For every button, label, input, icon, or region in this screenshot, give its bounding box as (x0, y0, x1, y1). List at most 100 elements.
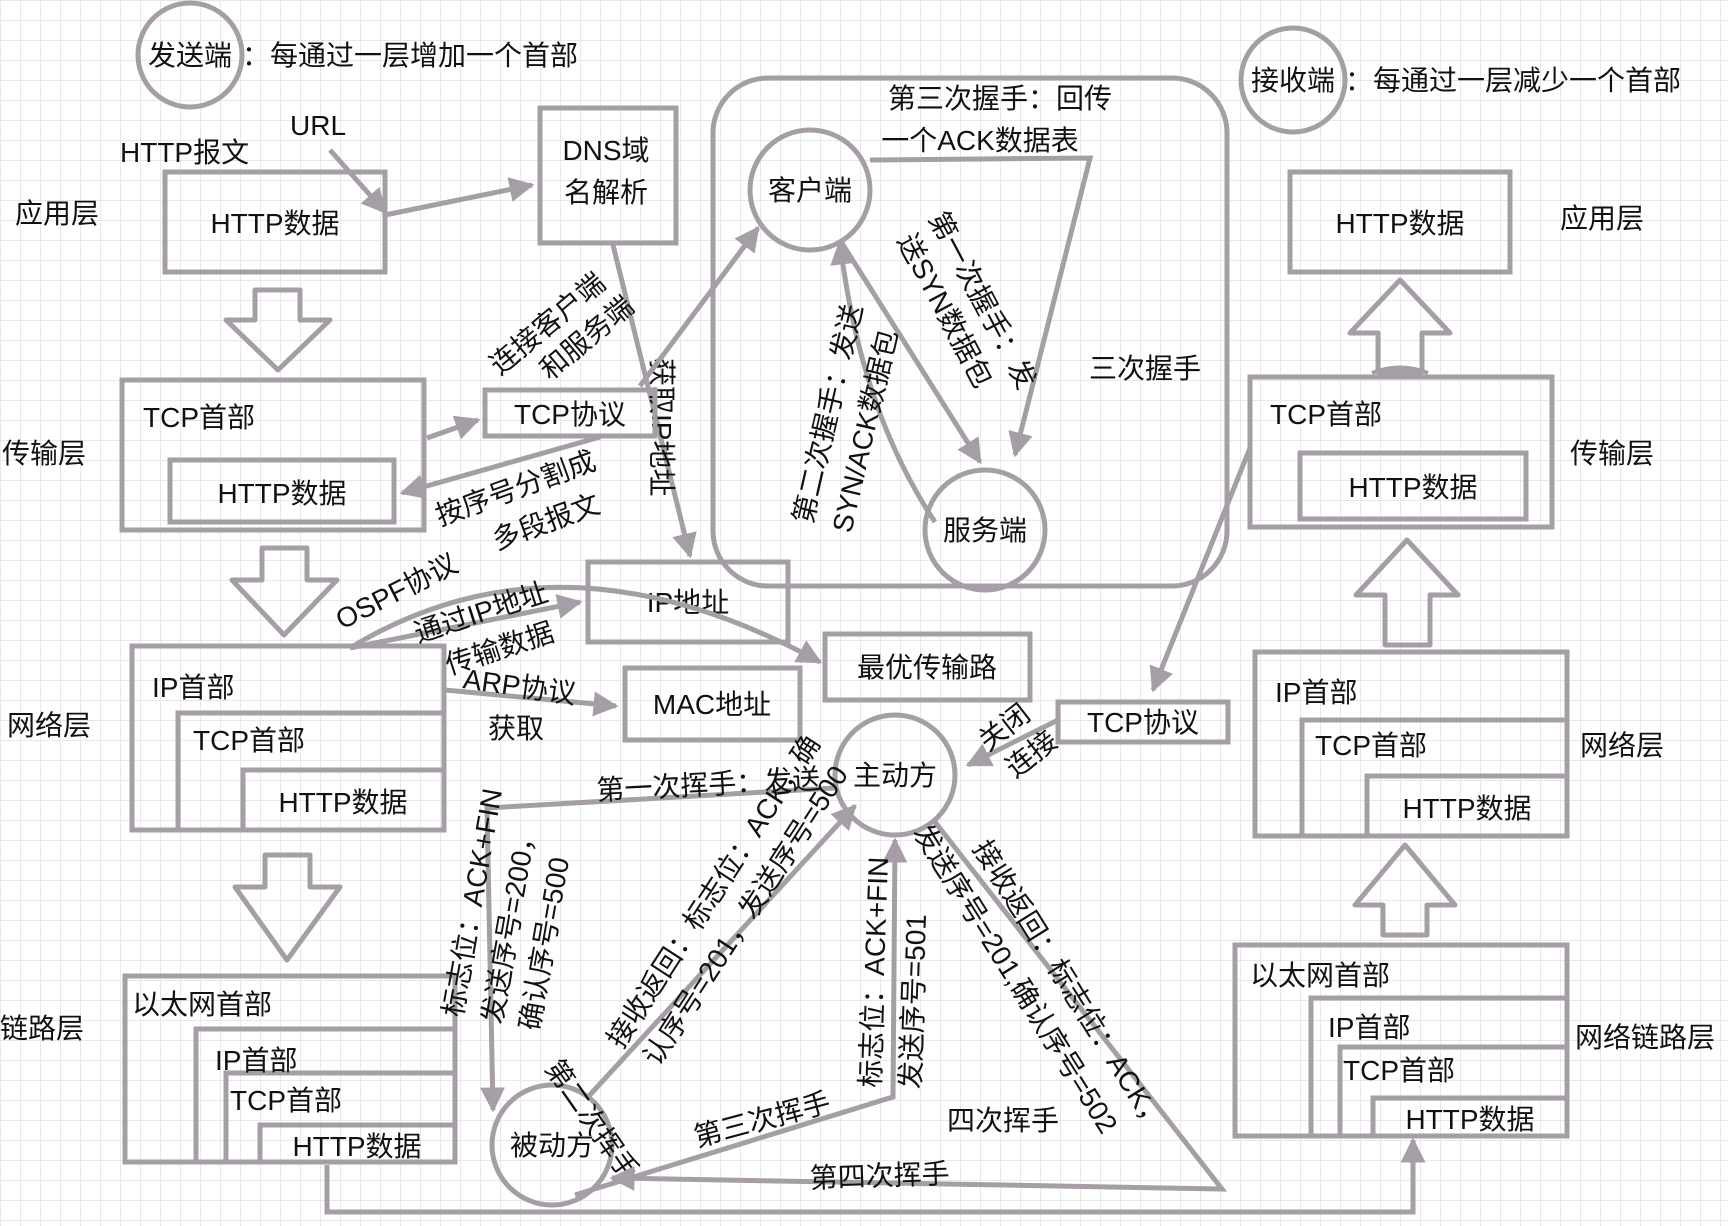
close-connection-arrow (965, 717, 1060, 768)
fourth-wave-label: 第四次挥手 (809, 1158, 950, 1194)
tcp-header-to-protocol-arrow (426, 415, 481, 441)
receiver-link-ip-header: IP首部 (1328, 1012, 1410, 1043)
server-label: 服务端 (943, 515, 1027, 546)
arp-arrow (444, 687, 619, 717)
second-wave-label: 第二次挥手 (539, 1054, 645, 1186)
via-ip-arrow (349, 594, 583, 651)
sender-network-http-data: HTTP数据 (278, 787, 407, 818)
down-arrow-3 (232, 852, 343, 963)
sender-legend-text: ：每通过一层增加一个首部 (242, 40, 578, 71)
sender-app-http-data: HTTP数据 (210, 208, 339, 239)
receiver-link-tcp-header: TCP首部 (1343, 1055, 1455, 1086)
fourth-wave-arrow (609, 820, 1228, 1192)
left-layer-application: 应用层 (15, 198, 99, 229)
server-circle (922, 467, 1048, 593)
receiver-to-tcp-arrow (1149, 447, 1253, 693)
sender-network-http-box (240, 767, 447, 833)
receiver-transport-tcp-header: TCP首部 (1270, 399, 1382, 430)
sender-legend-circle (135, 0, 245, 110)
receiver-link-http-data: HTTP数据 (1405, 1104, 1534, 1135)
receiver-network-http-box (1364, 773, 1570, 839)
url-label: URL (290, 110, 346, 141)
third-wave-line1: 标志位：ACK+FIN (855, 856, 894, 1088)
obtain-label: 获取 (488, 713, 544, 744)
dns-box (537, 105, 679, 246)
up-arrow-1-base (1371, 365, 1429, 375)
second-wave-arrow (586, 804, 857, 1099)
http-message-label: HTTP报文 (120, 137, 249, 168)
ip-address-box (585, 559, 791, 645)
left-layer-transport: 传输层 (2, 438, 86, 469)
client-label: 客户端 (768, 175, 852, 206)
left-layer-link: 链路层 (0, 1013, 84, 1044)
left-layer-network: 网络层 (7, 710, 91, 741)
best-route-label: 最优传输路 (857, 652, 997, 683)
link-transfer-arrow (324, 1137, 1426, 1215)
tcp-protocol-box (482, 387, 658, 439)
down-arrow-2 (229, 545, 340, 638)
receiver-transport-http-data: HTTP数据 (1348, 472, 1477, 503)
get-ip-label: 获取IP地址 (646, 358, 677, 496)
sender-network-tcp-header: TCP首部 (193, 725, 305, 756)
sender-transport-tcp-header: TCP首部 (143, 402, 255, 433)
sender-transport-box (119, 377, 427, 533)
client-circle (747, 127, 873, 253)
passive-party-circle (489, 1082, 615, 1208)
passive-party-label: 被动方 (510, 1130, 594, 1161)
up-arrow-3 (1352, 842, 1458, 938)
segment-arrow (399, 434, 601, 499)
url-arrow (328, 148, 387, 214)
sender-app-box (162, 169, 388, 275)
dns-to-ip-arrow (610, 244, 697, 559)
fourth-wave-line2: 发送序号=201,确认序号=502 (907, 819, 1123, 1139)
receiver-link-http-box (1370, 1095, 1570, 1139)
third-handshake-line2: 一个ACK数据表 (881, 125, 1079, 156)
sender-network-ip-header: IP首部 (152, 672, 234, 703)
first-handshake-arrow (837, 238, 983, 465)
up-arrow-2 (1353, 537, 1461, 648)
ospf-arrow (348, 584, 823, 665)
down-arrow-1 (223, 287, 333, 373)
first-wave-arrow (480, 785, 836, 1113)
active-party-circle (832, 712, 958, 838)
sender-link-tcp-header: TCP首部 (230, 1085, 342, 1116)
right-layer-application: 应用层 (1560, 203, 1644, 234)
sender-link-ethernet-header: 以太网首部 (132, 989, 272, 1020)
handshake-title: 三次握手 (1089, 353, 1201, 384)
third-wave-label: 第三次挥手 (691, 1087, 834, 1153)
receiver-legend-text: ：每通过一层减少一个首部 (1345, 65, 1681, 96)
wave-title: 四次挥手 (947, 1105, 1059, 1136)
sender-link-http-box (257, 1122, 458, 1165)
sender-legend-label: 发送端 (148, 40, 232, 71)
sender-transport-http-data: HTTP数据 (217, 478, 346, 509)
receiver-legend: 接收端 ：每通过一层减少一个首部 (1238, 25, 1681, 135)
sender-link-ip-header: IP首部 (215, 1045, 297, 1076)
protocol-to-client-arrow (637, 225, 761, 388)
receiver-link-ethernet-header: 以太网首部 (1250, 960, 1390, 991)
http-to-dns-arrow (384, 177, 535, 218)
best-route-box (822, 631, 1033, 703)
receiver-network-tcp-header: TCP首部 (1315, 730, 1427, 761)
wave-tcp-protocol-label: TCP协议 (1087, 707, 1199, 738)
up-arrow-1 (1347, 277, 1453, 375)
second-handshake-arrow (830, 239, 938, 524)
dns-line2: 名解析 (564, 177, 648, 208)
arp-label: ARP协议 (461, 663, 578, 710)
right-layer-network: 网络层 (1580, 730, 1664, 761)
receiver-app-http-data: HTTP数据 (1335, 208, 1464, 239)
receiver-transport-http-box (1297, 450, 1529, 522)
receiver-network-ip-header: IP首部 (1275, 677, 1357, 708)
receiver-legend-label: 接收端 (1251, 65, 1335, 96)
sender-transport-http-box (167, 457, 397, 525)
sender-link-http-data: HTTP数据 (292, 1131, 421, 1162)
second-wave-line2: 认序号=201，发送序号=500 (637, 760, 854, 1071)
third-handshake-line1: 第三次握手：回传 (888, 83, 1112, 114)
mac-address-label: MAC地址 (653, 689, 771, 720)
third-wave-line2: 发送序号=501 (895, 914, 932, 1090)
tcp-protocol-label: TCP协议 (514, 399, 626, 430)
third-handshake-arrow (869, 155, 1094, 458)
active-party-label: 主动方 (853, 760, 937, 791)
sender-legend: 发送端 ：每通过一层增加一个首部 (135, 0, 578, 110)
third-wave-arrow (574, 837, 908, 1198)
